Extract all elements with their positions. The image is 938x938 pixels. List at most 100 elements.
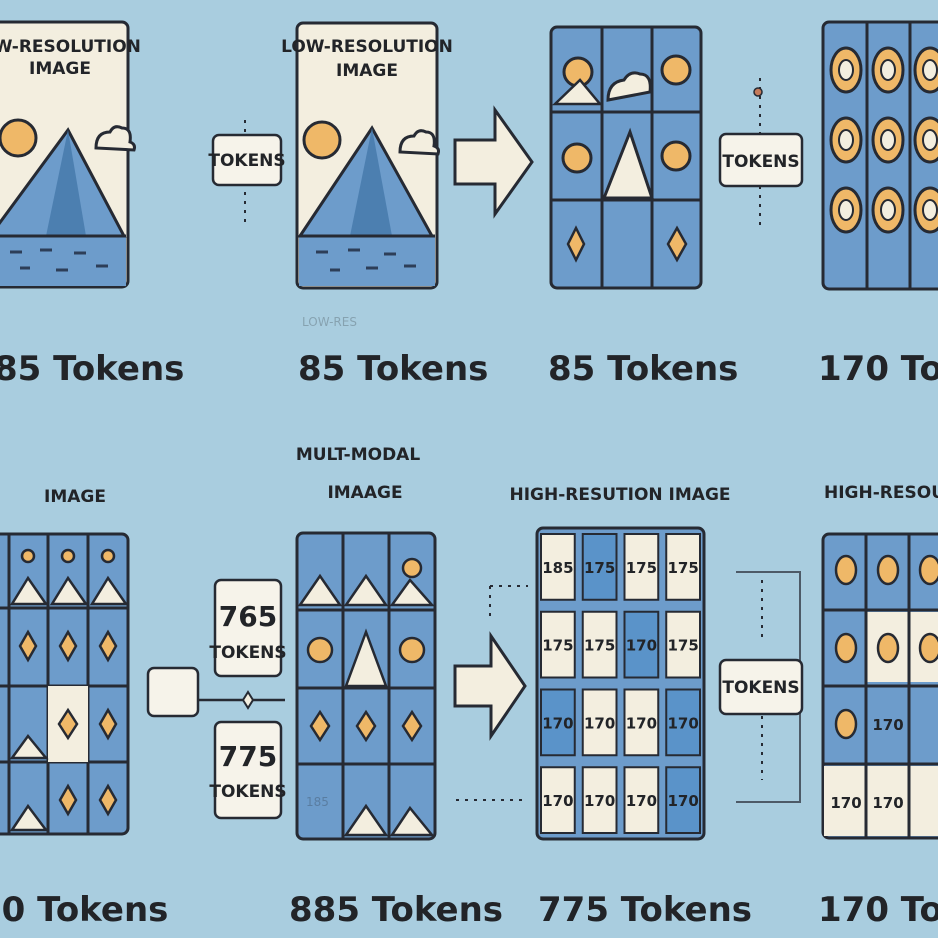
token-grid-cell-label: 170 xyxy=(667,792,698,810)
row2-high-res-grid-panel: 170 170 170 xyxy=(821,532,938,840)
mountain-icon xyxy=(89,575,129,606)
row2-caption-4: 170 Tokens xyxy=(818,890,938,930)
cloud-icon xyxy=(606,71,652,102)
row1-connector2-label: TOKENS xyxy=(722,152,799,172)
token-grid-cell-label: 170 xyxy=(542,714,573,732)
sun-icon xyxy=(561,142,593,174)
token-grid-cell-label: 175 xyxy=(584,637,615,655)
row2-right-cell-2: 170 xyxy=(830,794,861,812)
token-grid-cell xyxy=(665,688,701,757)
token-grid-cell xyxy=(540,533,576,601)
cloud-icon xyxy=(94,125,136,152)
row1-tokens-connector-2: TOKENS xyxy=(718,78,804,230)
sun-icon xyxy=(0,118,38,158)
token-grid-cell-label: 170 xyxy=(667,714,698,732)
sun-icon xyxy=(660,140,692,172)
sun-icon xyxy=(660,54,692,86)
mountain-icon xyxy=(343,573,389,607)
row2-panel3-title: HIGH-RESUTION IMAGE xyxy=(509,485,730,505)
token-grid-cell-label: 170 xyxy=(542,792,573,810)
row2-caption-1: 30 Tokens xyxy=(0,890,168,930)
mountain-icon xyxy=(344,628,388,688)
row2-box-top-label: TOKENS xyxy=(209,643,286,663)
token-grid-cell-label: 170 xyxy=(626,637,657,655)
row2-panel1-title: IMAGE xyxy=(44,487,106,507)
token-grid-cell-label: 175 xyxy=(584,559,615,577)
token-grid-cell-label: 170 xyxy=(626,714,657,732)
row2-token-count-grid: 185 175 175 175 175 175 170 175 170 170 170 170 170 1… xyxy=(535,526,706,841)
mountain-icon xyxy=(49,575,89,606)
token-grid-cell xyxy=(581,766,618,834)
token-grid-cell xyxy=(581,533,618,601)
star-icon xyxy=(355,709,377,743)
row2-panel2-title-line2: IMAAGE xyxy=(327,483,402,503)
token-grid-cell xyxy=(623,766,660,834)
empty-token-box xyxy=(146,666,200,718)
token-grid-cell xyxy=(581,688,618,757)
row1-panel1-title-line1: LOW-RESOLUTION xyxy=(0,37,141,57)
sun-icon xyxy=(302,120,342,160)
star-icon xyxy=(18,629,38,663)
mountain-icon xyxy=(9,575,49,606)
star-icon xyxy=(58,783,78,817)
row2-faint-cell: 185 xyxy=(306,795,329,809)
star-icon xyxy=(401,709,423,743)
token-grid-cell xyxy=(540,688,576,757)
arrow-right-icon xyxy=(453,631,527,741)
token-grid-cell xyxy=(581,610,618,679)
row1-coin-grid-panel xyxy=(821,20,938,291)
row2-connector-label: TOKENS xyxy=(722,678,799,698)
row2-box-bottom-label: TOKENS xyxy=(209,782,286,802)
row2-panel4-title: HIGH-RESOUTION xyxy=(824,483,938,503)
row2-token-boxes: 765 TOKENS 775 TOKENS xyxy=(146,578,287,820)
token-grid-cell-label: 175 xyxy=(667,559,698,577)
row1-caption-1: 85 Tokens xyxy=(0,349,184,389)
star-icon xyxy=(309,709,331,743)
token-grid-cell-label: 170 xyxy=(584,792,615,810)
row1-caption-4: 170 Tokens xyxy=(818,349,938,389)
row2-multimodal-grid-panel: 185 xyxy=(295,531,437,841)
mountain-icon xyxy=(389,577,435,607)
token-grid-cell-label: 175 xyxy=(542,637,573,655)
token-grid-cell xyxy=(623,610,660,679)
mountain-icon xyxy=(343,803,389,837)
sun-icon xyxy=(398,636,426,664)
cloud-icon xyxy=(398,129,440,156)
row1-tokens-connector-1: TOKENS xyxy=(208,120,286,228)
token-grid-cell-label: 175 xyxy=(626,559,657,577)
star-icon xyxy=(666,225,688,263)
row1-panel2-title-line2: IMAGE xyxy=(336,61,398,81)
row1-low-res-panel-1: LOW-RESOLUTION IMAGE xyxy=(0,20,141,289)
star-icon xyxy=(57,707,79,741)
token-grid-cell xyxy=(623,688,660,757)
row1-tile-grid-panel xyxy=(549,25,703,290)
star-icon xyxy=(58,629,78,663)
row2-panel2-title-line1: MULT-MODAL xyxy=(296,445,421,465)
token-grid-cell xyxy=(665,533,701,601)
token-grid-cell-label: 170 xyxy=(626,792,657,810)
star-icon xyxy=(98,629,118,663)
row1-faint-note: LOW-RES xyxy=(302,315,357,329)
token-grid-cell-label: 170 xyxy=(584,714,615,732)
row1-caption-2: 85 Tokens xyxy=(298,349,488,389)
row1-caption-3: 85 Tokens xyxy=(548,349,738,389)
mountain-icon xyxy=(9,803,49,832)
arrow-right-icon xyxy=(453,105,534,219)
row2-right-cell-3: 170 xyxy=(872,794,903,812)
row2-tokens-connector: TOKENS xyxy=(718,571,804,803)
token-grid-cell-label: 185 xyxy=(542,559,573,577)
row2-caption-2: 885 Tokens xyxy=(289,890,503,930)
row2-box-bottom-value: 775 xyxy=(219,740,277,773)
token-grid-cell-label: 175 xyxy=(667,637,698,655)
mountain-icon xyxy=(551,78,603,106)
star-icon xyxy=(566,225,586,263)
row1-panel1-title-line2: IMAGE xyxy=(29,59,91,79)
row1-connector1-label: TOKENS xyxy=(208,151,285,171)
row1-low-res-panel-2: LOW-RESOLUTION IMAGE xyxy=(281,21,453,290)
row2-box-top-value: 765 xyxy=(219,600,277,633)
mountain-icon xyxy=(389,805,435,837)
star-icon xyxy=(98,783,118,817)
row2-caption-3: 775 Tokens xyxy=(538,890,752,930)
mountain-icon xyxy=(601,127,655,200)
